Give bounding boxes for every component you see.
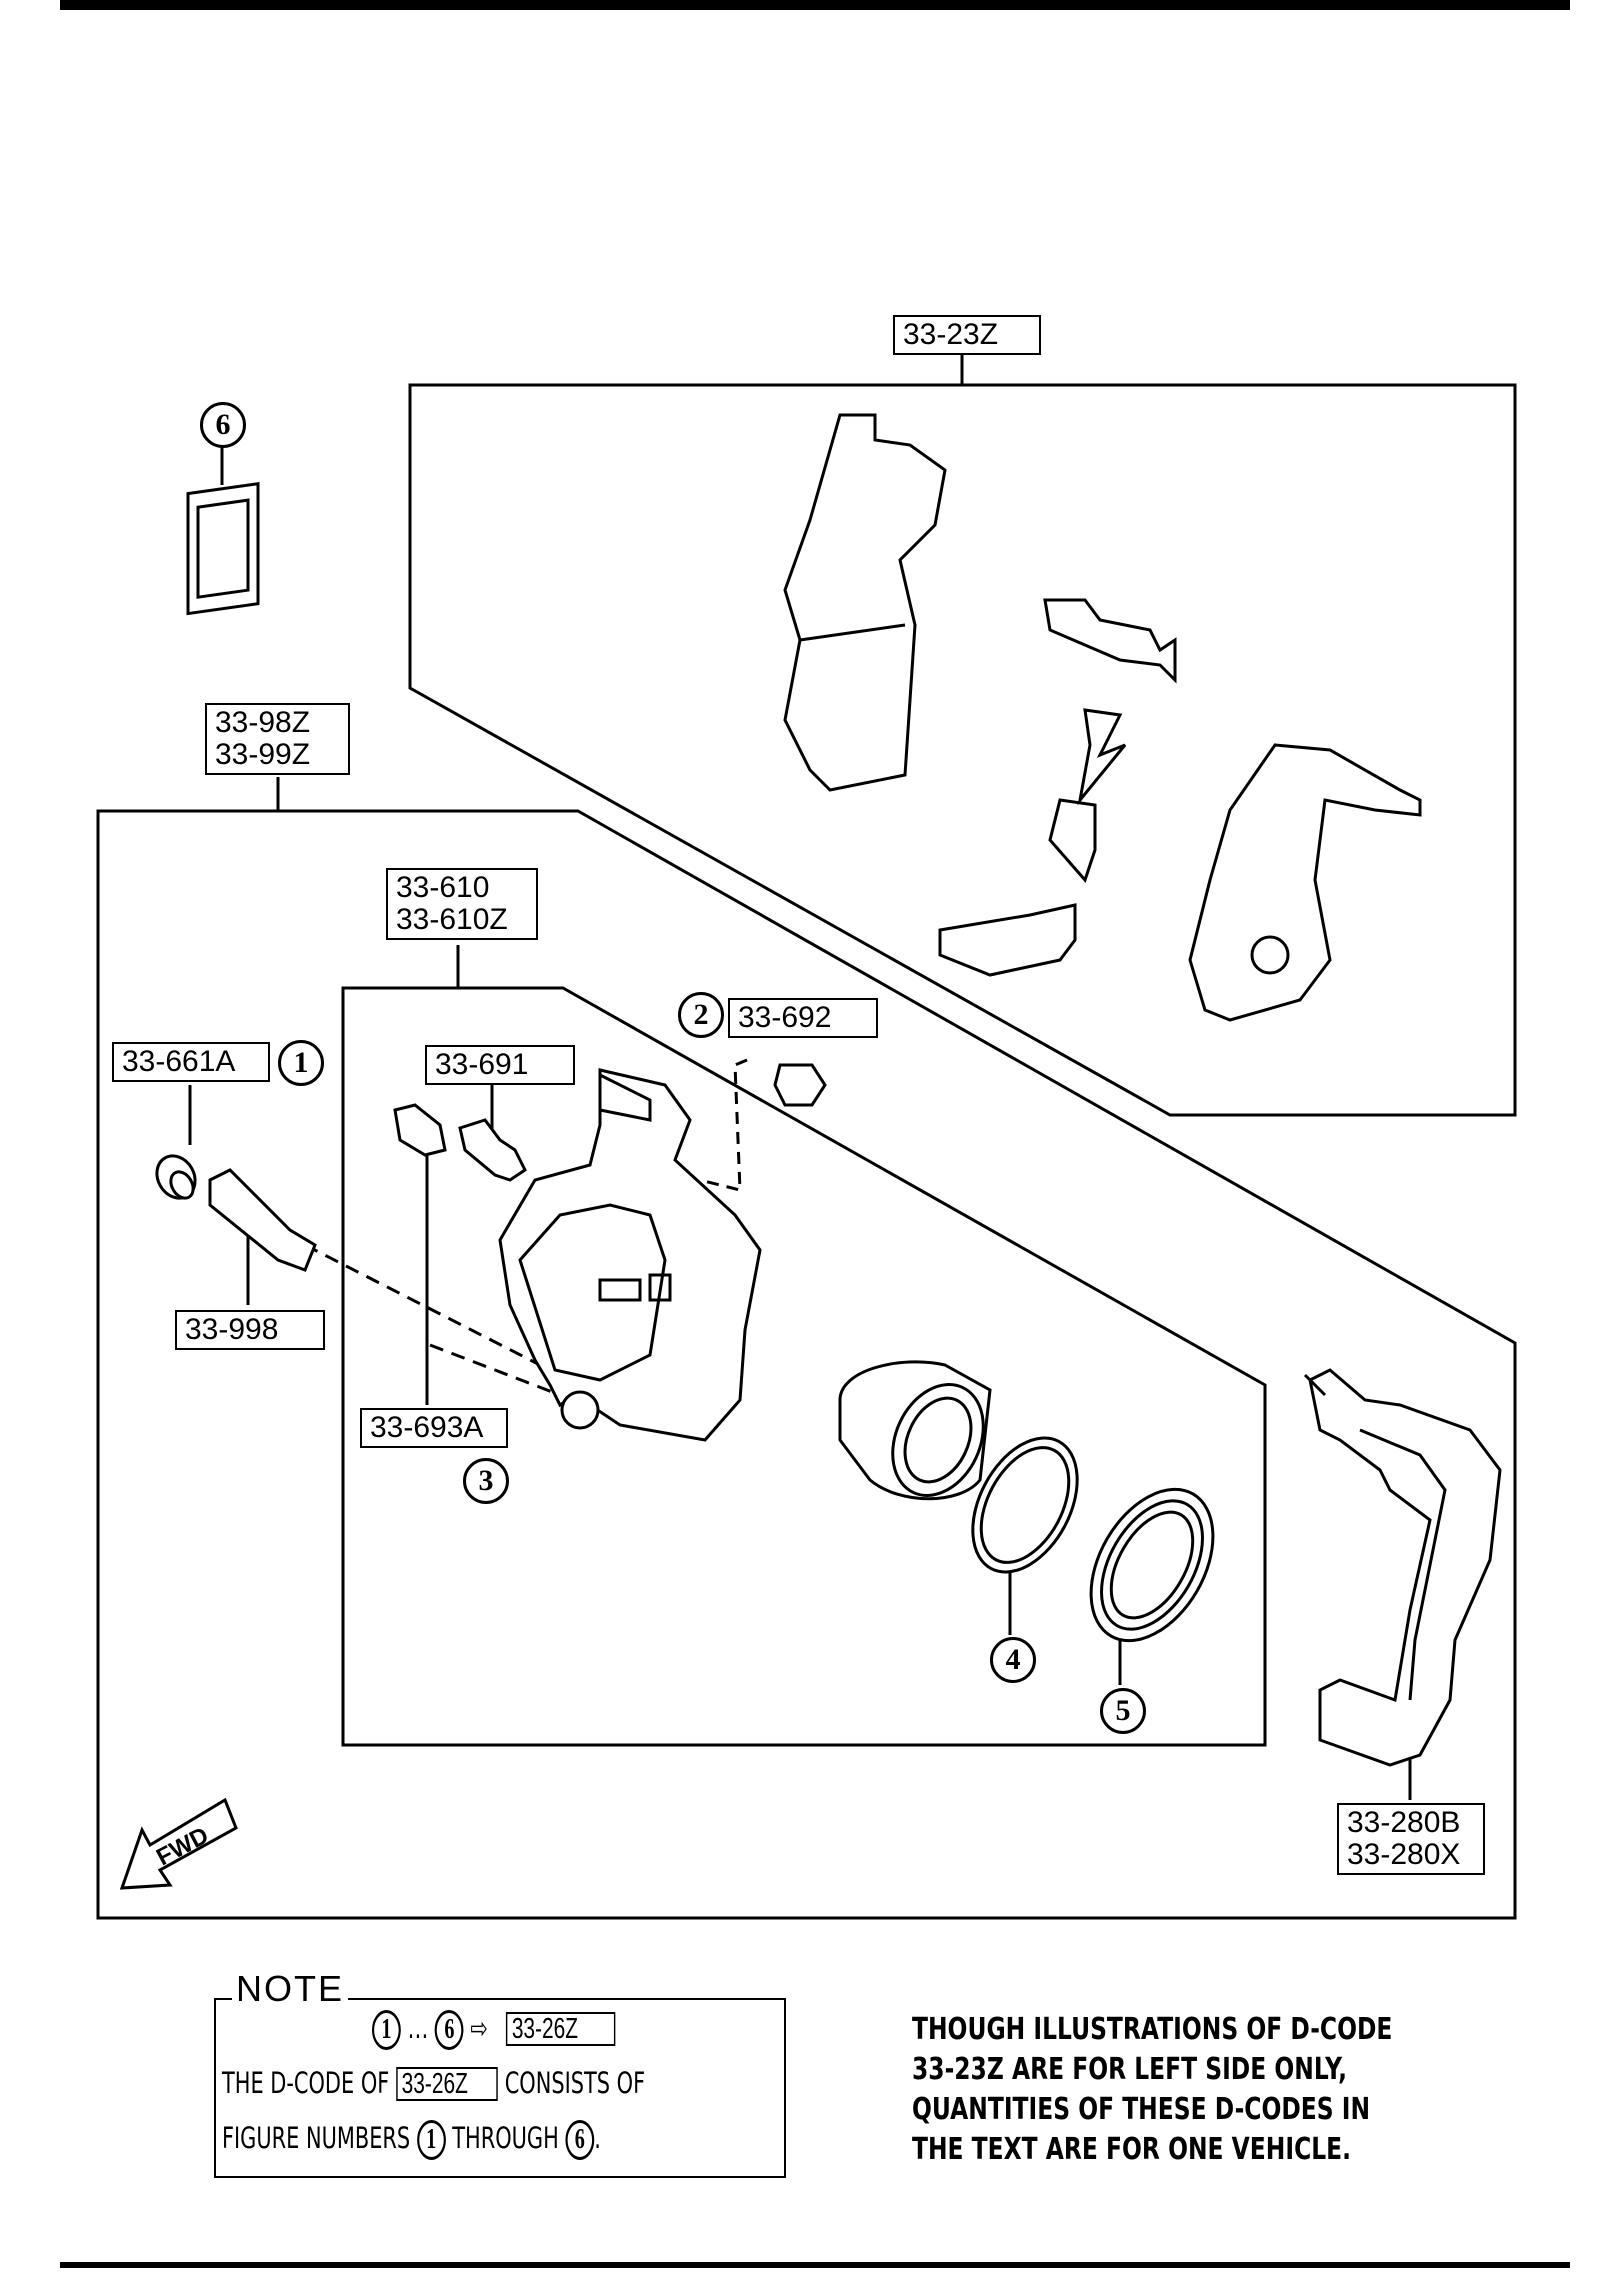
arrow-icon: ⇨: [470, 2011, 488, 2045]
label-guide-pin: 33-998: [175, 1310, 325, 1350]
kit-code: 33-26Z: [506, 2012, 616, 2046]
note-title: NOTE: [232, 1968, 349, 2010]
figure-number-2: 2: [678, 992, 724, 1038]
note-line-1: THE D-CODE OF 33-26Z CONSISTS OF: [222, 2066, 646, 2101]
range-separator: …: [407, 2011, 429, 2045]
piston-seal: [971, 1436, 1079, 1574]
bleeder-cap: [773, 1063, 827, 1107]
anti-rattle-clip-lower: [938, 903, 1077, 977]
pad-kit-frame: [408, 383, 1517, 1117]
figure-number-5: 5: [1100, 1688, 1146, 1734]
guide-bolt: [393, 1103, 447, 1157]
side-note-line: THOUGH ILLUSTRATIONS OF D-CODE: [912, 2012, 1393, 2047]
through-start-number: 1: [416, 2120, 446, 2160]
mounting-support: [1308, 1368, 1502, 1767]
range-start-number: 1: [372, 2010, 401, 2050]
caliper-piston: [838, 1360, 992, 1501]
label-mounting-support: 33-280B 33-280X: [1337, 1803, 1485, 1875]
kit-code-inline: 33-26Z: [395, 2067, 499, 2101]
fwd-arrow: [119, 1797, 238, 1890]
bottom-rule: [60, 2262, 1570, 2268]
label-caliper-assembly: 33-98Z 33-99Z: [205, 703, 350, 775]
range-end-number: 6: [434, 2010, 464, 2050]
through-end-number: 6: [565, 2120, 595, 2160]
anti-rattle-clip-upper: [1043, 598, 1177, 684]
label-pad-kit: 33-23Z: [893, 315, 1041, 355]
figure-number-1: 1: [278, 1040, 324, 1086]
side-note-line: THE TEXT ARE FOR ONE VEHICLE.: [912, 2132, 1352, 2167]
label-bleeder-cap: 33-692: [728, 998, 878, 1038]
pad-spring-upper: [1077, 708, 1127, 806]
side-note-line: 33-23Z ARE FOR LEFT SIDE ONLY,: [912, 2052, 1348, 2087]
figure-number-6: 6: [200, 402, 246, 448]
shim-plate: [186, 482, 260, 616]
guide-pin-boot: [155, 1154, 197, 1200]
note-line-2: FIGURE NUMBERS 1 THROUGH 6.: [222, 2120, 601, 2160]
label-guide-bolt: 33-693A: [360, 1408, 508, 1448]
side-note: THOUGH ILLUSTRATIONS OF D-CODE 33-23Z AR…: [912, 2010, 1392, 2170]
label-caliper-body: 33-610 33-610Z: [386, 868, 538, 940]
caliper-assembly-frame: [96, 809, 1517, 1920]
bleeder-screw: [458, 1118, 527, 1182]
dust-boot: [1089, 1487, 1215, 1643]
caliper-body: [498, 1068, 762, 1442]
outer-brake-pad: [1188, 743, 1422, 1022]
caliper-body-frame: [341, 986, 1267, 1747]
label-bleeder-screw: 33-691: [425, 1045, 575, 1085]
pad-spring-lower: [1048, 798, 1097, 883]
note-box: [214, 1998, 786, 2178]
side-note-line: QUANTITIES OF THESE D-CODES IN: [912, 2092, 1371, 2127]
label-guide-pin-boot: 33-661A: [112, 1042, 270, 1082]
figure-number-3: 3: [463, 1458, 509, 1504]
inner-brake-pad: [783, 413, 947, 792]
note-range-line: 1 … 6 ⇨ 33-26Z: [372, 2010, 616, 2050]
guide-pin: [208, 1168, 317, 1272]
figure-number-4: 4: [990, 1637, 1036, 1683]
top-rule: [60, 0, 1570, 10]
